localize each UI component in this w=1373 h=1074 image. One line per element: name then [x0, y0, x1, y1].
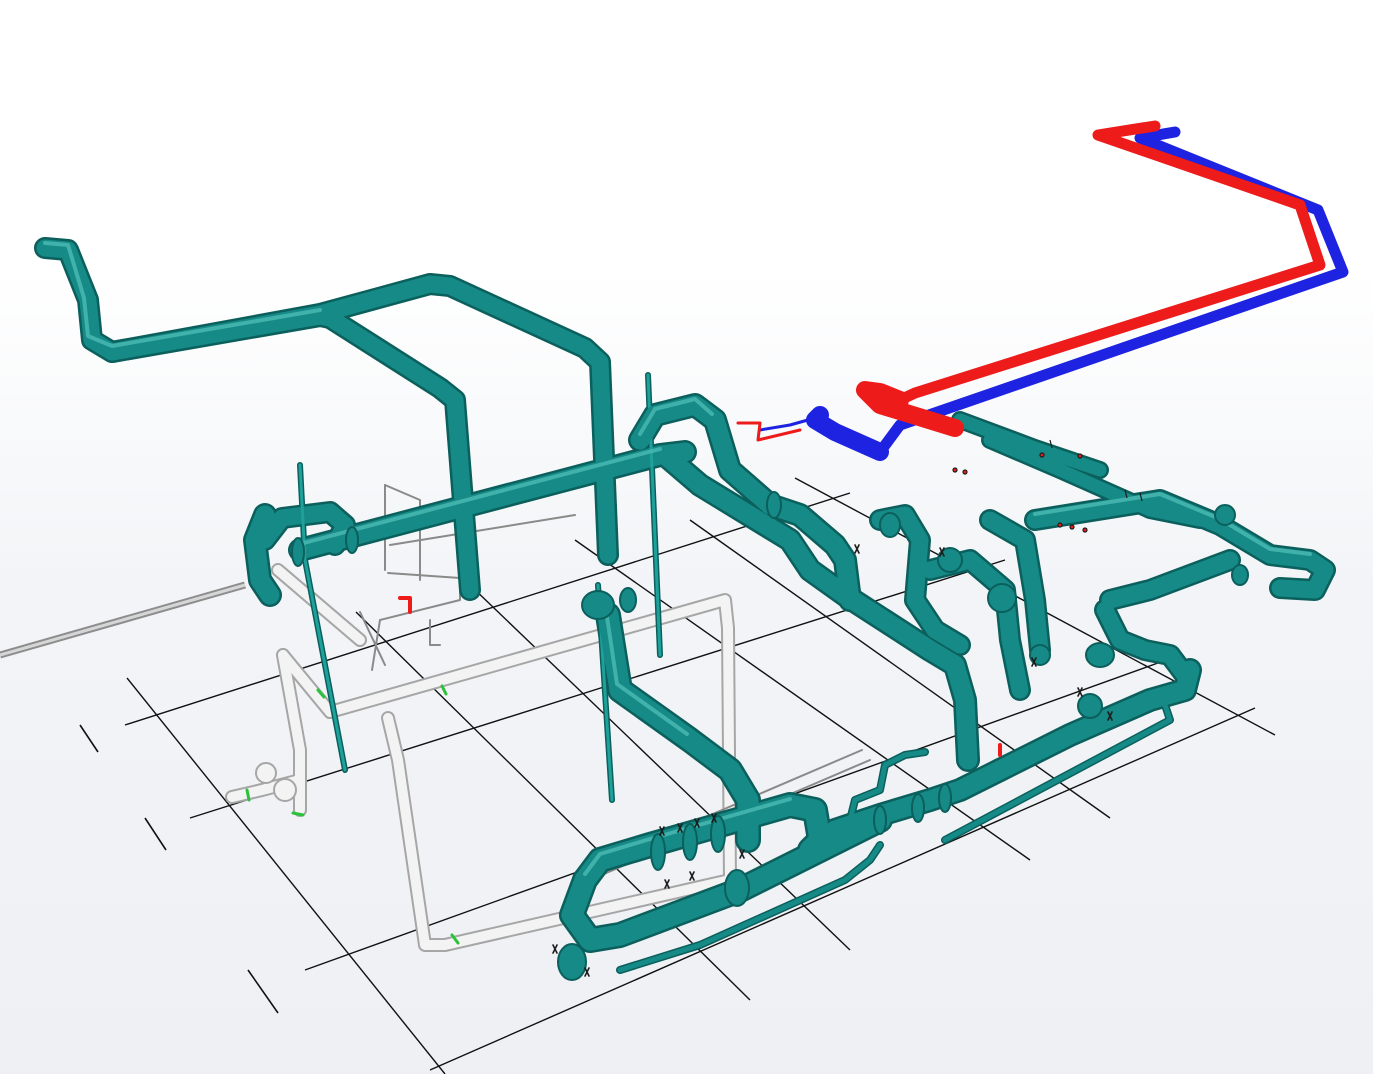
cold-return-pipe[interactable]	[874, 126, 1349, 458]
grid-tick	[79, 724, 99, 753]
grid-tick	[144, 817, 167, 851]
teal-pipe-system[interactable]	[34, 237, 1336, 981]
grid-line	[689, 519, 1111, 819]
grid-tick	[247, 969, 279, 1014]
supply-return-lines[interactable]	[398, 120, 1349, 757]
flange-icon	[291, 491, 1249, 981]
grey-cable-tray[interactable]	[0, 581, 246, 659]
grid-line	[469, 584, 851, 951]
sensor-icon	[952, 439, 1143, 533]
grid-line	[126, 677, 446, 1074]
grid-line	[124, 492, 851, 726]
grid-line	[574, 539, 1031, 861]
grid-line	[429, 707, 1256, 1071]
hot-supply-pipe[interactable]	[894, 120, 1326, 406]
valve-icon	[552, 544, 1113, 977]
grid-line	[355, 611, 751, 1001]
